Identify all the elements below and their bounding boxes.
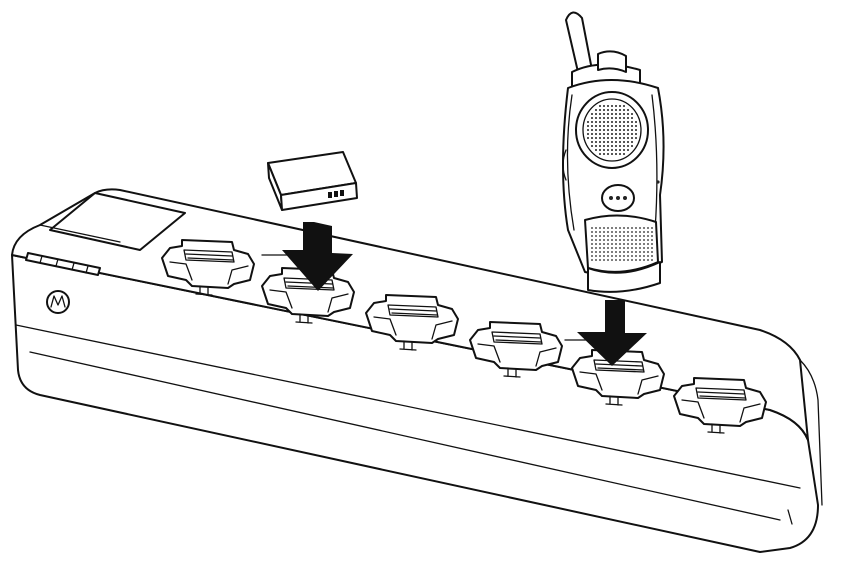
led-strip-housing — [25, 252, 101, 276]
pocket-slot — [387, 304, 439, 318]
two-way-radio — [562, 11, 665, 293]
radio-knob — [597, 50, 627, 73]
status-led-strip — [25, 252, 101, 276]
pocket-lip — [477, 343, 557, 367]
battery-side — [280, 182, 358, 211]
pocket-ribs — [595, 363, 644, 371]
radio-side-rail-right — [651, 94, 658, 231]
pocket-contacts — [295, 313, 313, 324]
charger-base-line — [15, 324, 801, 489]
pocket-contacts — [399, 340, 417, 351]
pocket-lip — [681, 399, 761, 423]
radio-indicator-dot — [656, 180, 660, 184]
charging-pocket — [571, 349, 665, 406]
pocket-contacts — [707, 423, 725, 434]
radio-side-rail — [566, 94, 575, 231]
pocket-lip — [169, 261, 249, 285]
radio-side-key — [562, 149, 567, 181]
charging-pocket — [673, 377, 767, 434]
pocket-contacts — [195, 285, 213, 296]
radio-antenna — [565, 11, 593, 73]
charger-foot — [787, 509, 793, 525]
pocket-contacts — [605, 395, 623, 406]
pocket-ribs — [493, 335, 542, 343]
multi-unit-charger — [11, 188, 823, 553]
motorola-logo-icon — [46, 290, 70, 314]
battery-down-arrow-icon — [282, 222, 353, 291]
radio-down-arrow-icon — [577, 300, 647, 366]
speaker-grille-icon — [575, 91, 649, 169]
charging-pockets — [161, 239, 767, 434]
charger-label-panel — [49, 192, 186, 251]
battery-contacts — [328, 190, 344, 198]
charging-pocket — [161, 239, 255, 296]
pocket-ribs — [185, 253, 234, 261]
charger-bottom-edge — [29, 351, 781, 521]
charger-ridge — [39, 224, 121, 243]
battery-pack — [267, 151, 358, 211]
pocket-ribs — [389, 308, 438, 316]
pocket-contacts — [503, 367, 521, 378]
charging-pocket — [365, 294, 459, 351]
pocket-lip — [269, 289, 349, 313]
charger-right-bevel — [799, 359, 823, 506]
pocket-slot — [183, 249, 235, 263]
charging-pocket — [469, 321, 563, 378]
pocket-ribs — [697, 391, 746, 399]
pocket-lip — [373, 316, 453, 340]
pocket-slot — [491, 331, 543, 345]
pocket-lip — [579, 371, 659, 395]
mic-grille-icon — [591, 227, 653, 261]
ptt-button-icon — [601, 184, 635, 212]
led-segments — [39, 255, 89, 274]
radio-base-foot — [587, 261, 661, 293]
pocket-slot — [593, 359, 645, 373]
pocket-slot — [695, 387, 747, 401]
